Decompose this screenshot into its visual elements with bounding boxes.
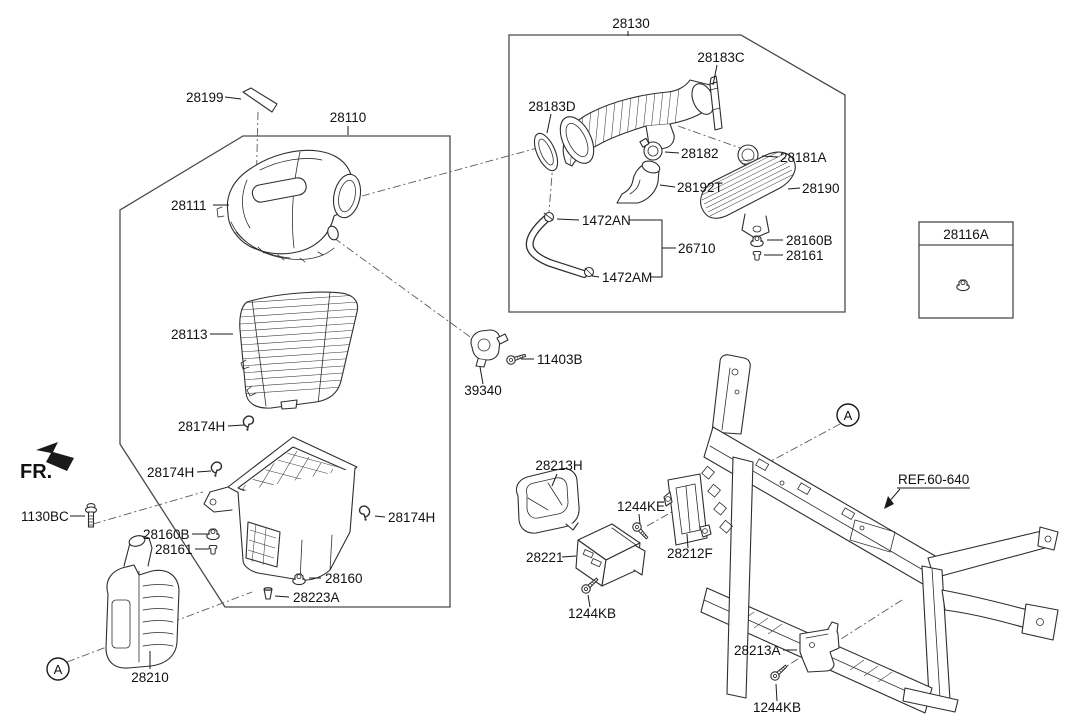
part-label-1472AM: 1472AM: [602, 270, 652, 285]
detail-marker-a-right: A: [836, 403, 860, 427]
intake-hose-sketch: [559, 79, 715, 167]
part-labels: 28130 28183C 28183D 28182 28181A 28192T …: [20, 16, 989, 715]
part-label-1244KB: 1244KB: [568, 606, 616, 621]
screw-1244KE-icon: [630, 520, 651, 542]
part-label-39340: 39340: [464, 383, 502, 398]
fr-direction-label: FR.: [20, 461, 52, 483]
detail-marker-a-left: A: [46, 657, 70, 681]
part-label-1130BC: 1130BC: [21, 509, 69, 524]
part-label-28223A: 28223A: [293, 590, 340, 605]
part-label-28183D: 28183D: [528, 99, 576, 114]
part-label-28182: 28182: [681, 146, 719, 161]
part-label-28190: 28190: [802, 181, 840, 196]
nut-28160B-icon: [206, 528, 220, 541]
clip-28174H-icon: [242, 415, 255, 432]
part-label-28199: 28199: [186, 90, 224, 105]
air-guard-28213A-sketch: [799, 621, 840, 673]
part-label-28113: 28113: [171, 327, 208, 342]
nut-28160B-icon: [750, 235, 764, 248]
radiator-support-sketch: [700, 354, 1059, 714]
part-label-28160B: 28160B: [143, 527, 190, 542]
group-box-28110: [119, 135, 451, 608]
grommet-28161-icon: [208, 545, 218, 555]
part-label-28174H: 28174H: [178, 419, 225, 434]
part-label-28110: 28110: [330, 110, 367, 125]
part-label-28213H: 28213H: [535, 458, 582, 473]
part-label-28160B: 28160B: [786, 233, 833, 248]
bolt-1130BC-icon: [84, 503, 98, 528]
part-label-28213A: 28213A: [734, 643, 781, 658]
clip-28174H-icon: [358, 505, 371, 522]
group-box-28130: [508, 34, 846, 313]
grommet-28161-icon: [752, 251, 762, 261]
group-box-28116A: [918, 221, 1014, 319]
marker-a-label: A: [844, 408, 853, 423]
part-label-28183C: 28183C: [697, 50, 745, 65]
air-cleaner-cover-sketch: [216, 149, 362, 263]
clamp-stick-28183C-sketch: [709, 75, 723, 131]
hose-clamp-28182-sketch: [639, 137, 663, 161]
drain-valve-28223A-icon: [263, 587, 273, 600]
hose-ring-28183D-sketch: [533, 132, 559, 172]
part-label-28210: 28210: [131, 670, 169, 685]
breather-hose-26710-sketch: [525, 211, 595, 278]
part-label-28161: 28161: [786, 248, 824, 263]
part-label-28221: 28221: [526, 550, 564, 565]
maf-sensor-sketch: [470, 329, 528, 368]
air-cleaner-body-sketch: [203, 436, 358, 581]
part-label-1244KE: 1244KE: [617, 499, 665, 514]
air-filter-sketch: [239, 291, 359, 410]
part-label-11403B: 11403B: [537, 352, 583, 367]
part-label-1244KB: 1244KB: [753, 700, 801, 715]
part-label-28174H: 28174H: [388, 510, 435, 525]
fr-direction-arrow: [36, 442, 74, 471]
marker-a-label: A: [54, 662, 63, 677]
part-label-28174H: 28174H: [147, 465, 194, 480]
part-label-28116A: 28116A: [943, 227, 989, 242]
part-label-1472AN: 1472AN: [582, 213, 631, 228]
part-label-28160: 28160: [325, 571, 363, 586]
screw-1244KB-icon: [579, 575, 601, 596]
screw-icon: [505, 350, 528, 366]
part-label-28161: 28161: [155, 542, 193, 557]
air-guide-28213H-sketch: [515, 468, 580, 534]
ref-label-60-640: REF.60-640: [898, 472, 969, 487]
elbow-duct-28192T-sketch: [616, 160, 661, 204]
part-label-28181A: 28181A: [780, 150, 827, 165]
nut-icon: [956, 279, 970, 292]
nut-28160-icon: [292, 573, 306, 586]
leader-lines: [70, 31, 970, 702]
screw-1244KB-icon: [768, 662, 790, 683]
resonator-28190-sketch: [700, 151, 796, 239]
air-duct-28221-sketch: [575, 523, 646, 587]
lower-intake-duct-sketch: [105, 535, 180, 669]
part-label-28130: 28130: [612, 16, 650, 31]
clip-28174H-icon: [210, 461, 223, 478]
part-label-28192T: 28192T: [677, 180, 723, 195]
bracket-28212F-sketch: [663, 473, 712, 546]
part-label-26710: 26710: [678, 241, 716, 256]
seal-strip-sketch: [242, 87, 278, 113]
part-label-28212F: 28212F: [667, 546, 713, 561]
part-label-28111: 28111: [171, 198, 207, 213]
